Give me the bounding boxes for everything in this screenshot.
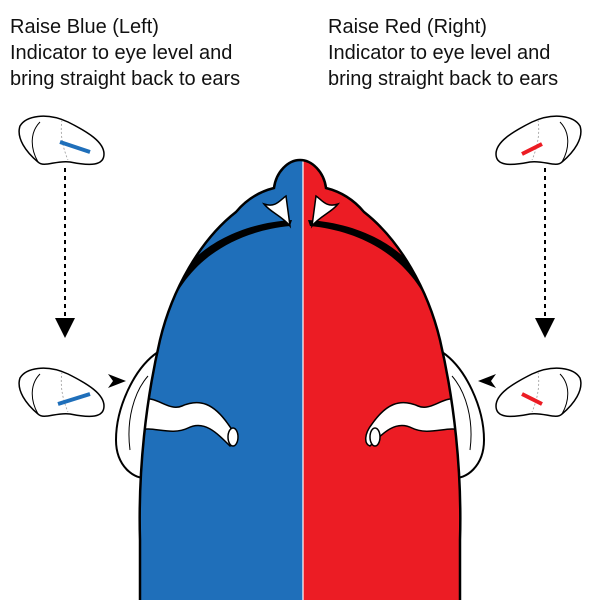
left-nose-tuft — [261, 194, 292, 229]
right-ear-inner — [451, 375, 472, 451]
left-eye-tip — [227, 427, 239, 447]
red-indicator — [521, 392, 543, 406]
earbud-icon — [495, 367, 582, 418]
left-instruction-line-2: Indicator to eye level and — [10, 42, 233, 64]
left-ear-inner — [128, 375, 149, 451]
arrow-left-icon — [478, 374, 496, 388]
left-instruction-line-1: Raise Blue (Left) — [10, 16, 159, 38]
right-instruction-line-3: bring straight back to ears — [328, 68, 559, 90]
arrow-down-icon — [55, 168, 75, 338]
left-instruction-line-3: bring straight back to ears — [10, 68, 241, 90]
earbud-icon — [18, 367, 105, 418]
head-outline — [138, 158, 462, 600]
blue-indicator — [59, 140, 91, 154]
left-instruction: Raise Blue (Left) Indicator to eye level… — [10, 14, 240, 92]
right-instruction-line-2: Indicator to eye level and — [328, 42, 551, 64]
earbud-icon — [18, 115, 105, 166]
red-indicator — [521, 142, 543, 156]
right-eye-tip — [369, 427, 381, 447]
right-eye — [365, 398, 461, 447]
right-instruction-line-1: Raise Red (Right) — [328, 16, 487, 38]
blue-indicator — [57, 392, 91, 406]
right-instruction: Raise Red (Right) Indicator to eye level… — [328, 14, 558, 92]
right-nose-tuft — [310, 194, 341, 229]
arrow-right-icon — [108, 374, 126, 388]
arrow-down-icon — [535, 168, 555, 338]
earbud-icon — [495, 115, 582, 166]
